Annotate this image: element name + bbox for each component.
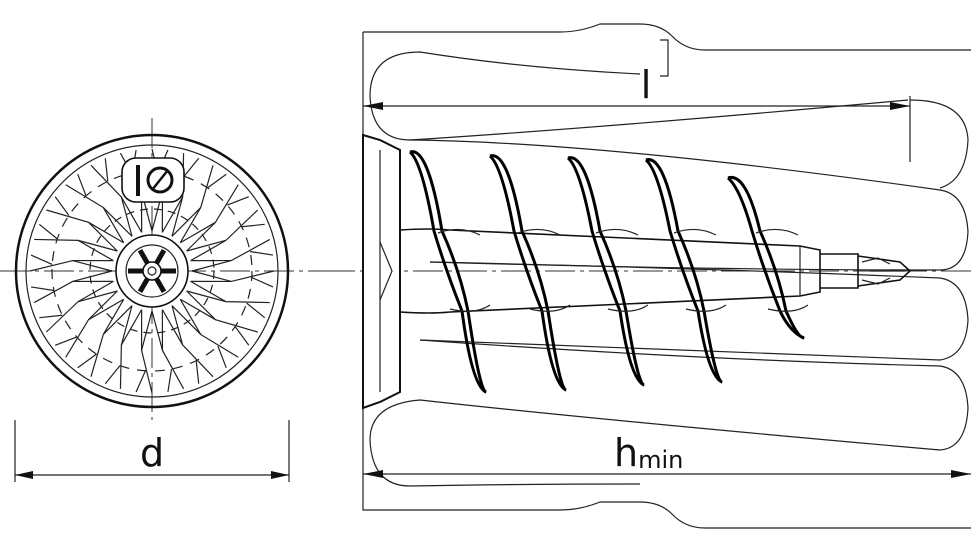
- side-view: l hmin: [325, 23, 971, 529]
- dowel-flange: [362, 133, 401, 410]
- dimension-hmin: [363, 470, 971, 478]
- dowel-shaft: [399, 228, 912, 314]
- dimension-l: [363, 39, 911, 162]
- dowel-head-outline: [14, 133, 290, 409]
- insulation-board-outline: [362, 23, 971, 529]
- dimension-d: [14, 420, 290, 482]
- drive-socket-icon: [115, 234, 189, 308]
- logo-mark-icon: [121, 157, 185, 203]
- label-d: d: [140, 431, 164, 475]
- label-l: l: [641, 63, 652, 107]
- front-view: d: [0, 118, 325, 482]
- dowel-thread: [408, 150, 809, 394]
- rib-pattern: [29, 148, 275, 394]
- insulation-fibres: [369, 51, 969, 487]
- label-hmin: hmin: [614, 431, 683, 475]
